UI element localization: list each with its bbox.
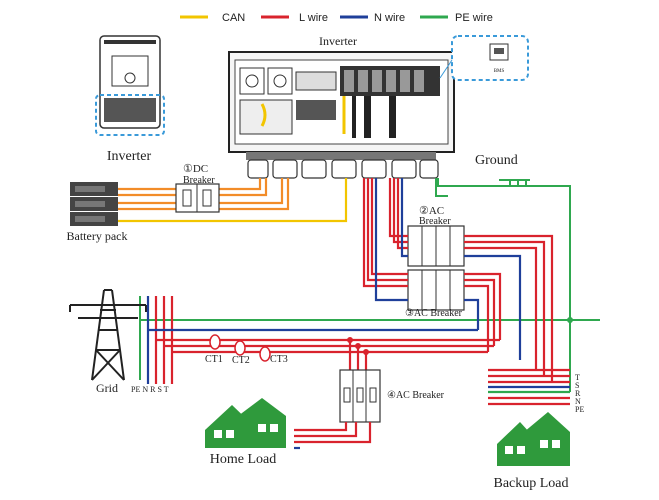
can-wire: [118, 178, 348, 223]
backup-phase-n: N: [575, 397, 581, 406]
backup-phase-labels: T S R N PE: [575, 373, 584, 414]
inverter-top-label: Inverter: [319, 34, 357, 48]
backup-load-house: Backup Load: [493, 412, 570, 491]
ct1-label: CT1: [205, 354, 223, 365]
inverter-ac-wires: [362, 178, 554, 382]
backup-bus: [488, 368, 570, 406]
ac-breaker2-num: ②AC: [419, 205, 444, 217]
dc-wires: [118, 178, 290, 211]
grid-tower: Grid PE N R S T: [69, 289, 169, 395]
legend: CAN L wire N wire PE wire: [180, 12, 493, 24]
ct2-label: CT2: [232, 355, 250, 366]
legend-l-wire: L wire: [299, 12, 328, 24]
dc-breaker-label: Breaker: [183, 175, 215, 186]
bms-port: BMS: [439, 35, 529, 81]
bms-label: BMS: [494, 69, 505, 74]
ground-label: Ground: [475, 153, 518, 168]
backup-phase-pe: PE: [575, 405, 584, 414]
ac-breaker4-label: ④AC Breaker: [387, 390, 445, 401]
ac-breaker-2b: [407, 269, 465, 311]
backup-phase-t: T: [575, 373, 580, 382]
home-load-label: Home Load: [210, 452, 276, 467]
backup-phase-s: S: [575, 381, 579, 390]
battery-pack: Battery pack: [67, 182, 128, 243]
dc-breaker-num: ①DC: [183, 163, 208, 175]
legend-can: CAN: [222, 12, 245, 24]
grid-phases-label: PE N R S T: [131, 385, 169, 394]
inverter-highlight: [95, 94, 165, 136]
ac-breaker2-label: Breaker: [419, 216, 451, 227]
ac-breaker-4: ④AC Breaker: [339, 369, 445, 423]
junction-dots: [347, 317, 573, 355]
ac-breaker-2: ②AC Breaker: [407, 205, 465, 267]
inverter-side-label: Inverter: [107, 149, 152, 164]
home-load-wires: [294, 422, 372, 450]
backup-load-label: Backup Load: [493, 476, 568, 491]
battery-pack-label: Battery pack: [67, 229, 128, 243]
grid-label: Grid: [96, 381, 118, 395]
inverter-icon: Inverter: [95, 35, 165, 164]
home-load-house: Home Load: [205, 398, 286, 467]
current-transformers: CT1 CT2 CT3: [205, 334, 288, 366]
inverter-panel: Inverter: [228, 34, 455, 179]
legend-pe-wire: PE wire: [455, 12, 493, 24]
ct3-label: CT3: [270, 354, 288, 365]
backup-phase-r: R: [575, 389, 581, 398]
ac-breaker3-label: ③AC Breaker: [405, 308, 463, 319]
legend-n-wire: N wire: [374, 12, 405, 24]
dc-breaker: ①DC Breaker: [175, 163, 220, 213]
ground: Ground: [475, 153, 530, 186]
